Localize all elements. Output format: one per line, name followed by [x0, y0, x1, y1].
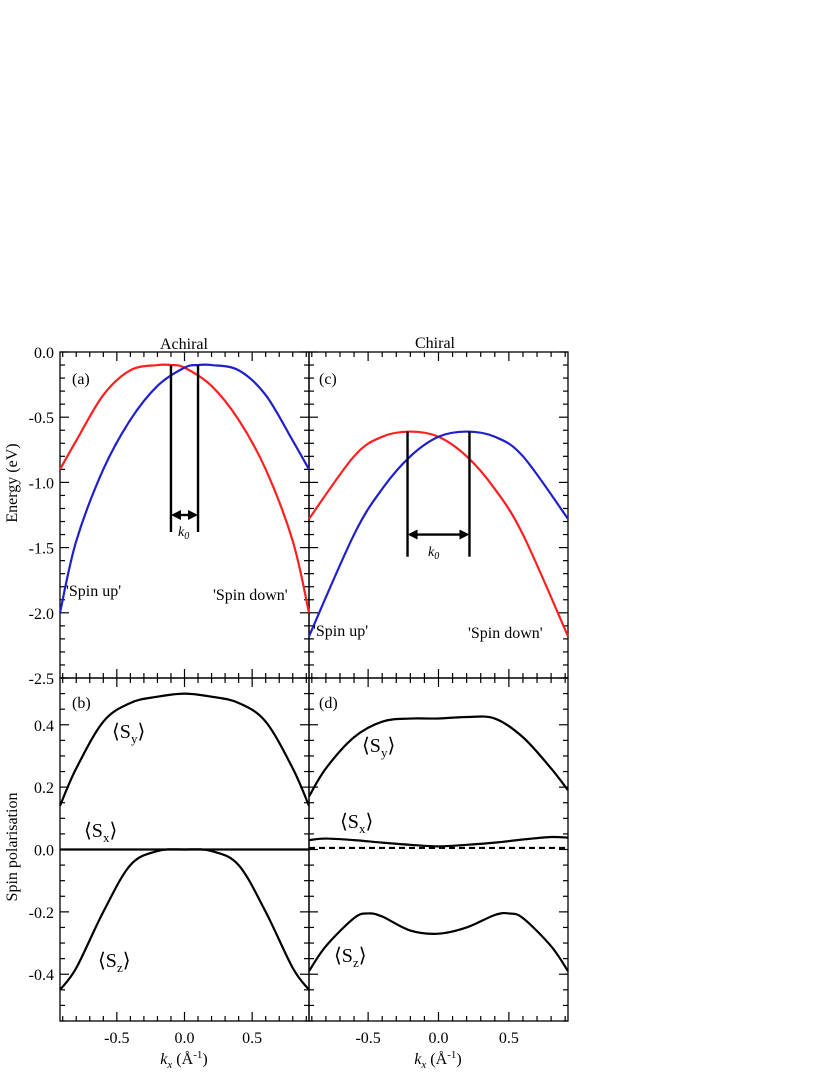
- y-axis-label-energy: Energy (eV): [4, 443, 21, 522]
- k0-arrow-head-left: [407, 529, 418, 540]
- series-sz-panel-d: [308, 911, 569, 972]
- tick-marks: [60, 351, 568, 1022]
- annotation-spin-down-c: 'Spin down': [468, 625, 543, 642]
- series-curve-0-panel-a: [59, 363, 311, 614]
- series-sz-panel-b: [59, 848, 310, 991]
- k0-label-a: k0: [178, 525, 189, 542]
- series-curve-1-panel-c: [307, 430, 569, 637]
- series-sy-panel-b: [58, 692, 311, 807]
- panel-frame-d: [308, 677, 569, 1022]
- x-tick-label: -0.5: [104, 1030, 129, 1047]
- series-sx-panel-d: [308, 835, 569, 848]
- annotation-spin-up-c: 'Spin up': [313, 623, 368, 640]
- panel-label-b: (b): [72, 695, 91, 712]
- y-axis-label-spin: Spin polarisation: [4, 793, 21, 902]
- sy-label-b: ⟨Sy⟩: [112, 721, 145, 746]
- panel-label-c: (c): [319, 371, 337, 388]
- sx-label-d: ⟨Sx⟩: [340, 811, 373, 836]
- y-tick-label: 0.2: [34, 780, 54, 797]
- series-sy-panel-d: [308, 715, 569, 798]
- k0-arrow-head-right: [188, 510, 199, 520]
- annotation-spin-down-a: 'Spin down': [213, 587, 288, 604]
- sz-label-b: ⟨Sz⟩: [98, 950, 131, 975]
- k0-label-c: k0: [428, 545, 439, 562]
- y-tick-label: -2.0: [29, 606, 54, 623]
- x-tick-label: -0.5: [355, 1030, 380, 1047]
- y-tick-label: -1.5: [29, 541, 54, 558]
- x-tick-label: 0.5: [242, 1030, 262, 1047]
- y-tick-label: -2.5: [29, 671, 54, 688]
- panel-label-a: (a): [72, 371, 90, 388]
- tick-labels: 0.0 -0.5 -1.0 -1.5 -2.0 -2.5 0.4 0.2 0.0 -0.2 -0.4…: [29, 345, 519, 1047]
- col-title-achiral: Achiral: [160, 336, 209, 353]
- series-curve-1-panel-a: [58, 363, 310, 614]
- x-tick-label: 0.5: [499, 1030, 519, 1047]
- x-tick-label: 0.0: [429, 1030, 449, 1047]
- y-tick-label: -0.5: [29, 410, 54, 427]
- k0-arrow-head-right: [459, 529, 470, 540]
- y-tick-label: 0.4: [34, 718, 54, 735]
- y-tick-label: -0.2: [29, 905, 54, 922]
- sy-label-d: ⟨Sy⟩: [362, 735, 395, 760]
- x-axis-label-d: kx (Å-1): [414, 1049, 461, 1071]
- sx-label-b: ⟨Sx⟩: [84, 820, 117, 845]
- sz-label-d: ⟨Sz⟩: [334, 945, 367, 970]
- y-tick-label: -0.4: [29, 967, 54, 984]
- x-tick-label: 0.0: [175, 1030, 195, 1047]
- y-tick-label: 0.0: [34, 345, 54, 362]
- k0-arrow-head-left: [170, 510, 181, 520]
- col-title-chiral: Chiral: [415, 335, 456, 352]
- curves: [58, 363, 570, 991]
- annotation-spin-up-a: 'Spin up': [66, 583, 121, 600]
- panel-label-d: (d): [319, 695, 338, 712]
- y-tick-label: -1.0: [29, 475, 54, 492]
- y-tick-label: 0.0: [34, 843, 54, 860]
- x-axis-label-b: kx (Å-1): [160, 1049, 207, 1071]
